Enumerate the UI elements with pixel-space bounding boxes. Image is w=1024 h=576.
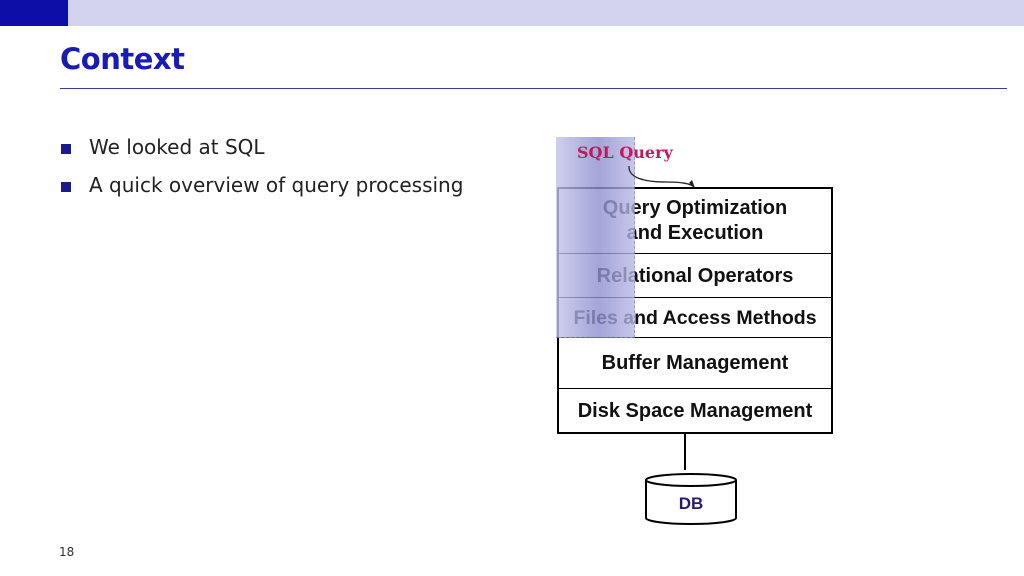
layer-relational-operators: Relational Operators: [559, 253, 831, 298]
bullet-text: We looked at SQL: [89, 135, 265, 159]
square-bullet-icon: [61, 144, 71, 154]
arrow-head-icon: [689, 180, 695, 188]
cylinder-body: [645, 480, 737, 525]
page-number: 18: [59, 545, 75, 559]
db-label: DB: [678, 494, 704, 513]
square-bullet-icon: [61, 182, 71, 192]
layer-label: Buffer Management: [601, 352, 789, 374]
arrow-curve: [628, 165, 695, 188]
slide-title: Context: [60, 42, 185, 76]
bullet-text: A quick overview of query processing: [89, 173, 464, 197]
layer-disk-space-management: Disk Space Management: [559, 388, 831, 433]
title-divider: [60, 88, 1007, 89]
layer-label: Relational Operators: [596, 264, 794, 287]
layer-label: Disk Space Management: [577, 399, 813, 422]
cylinder-top: [645, 473, 737, 487]
top-banner: [0, 0, 1024, 26]
top-banner-accent: [0, 0, 68, 26]
layer-buffer-management: Buffer Management: [559, 337, 831, 389]
